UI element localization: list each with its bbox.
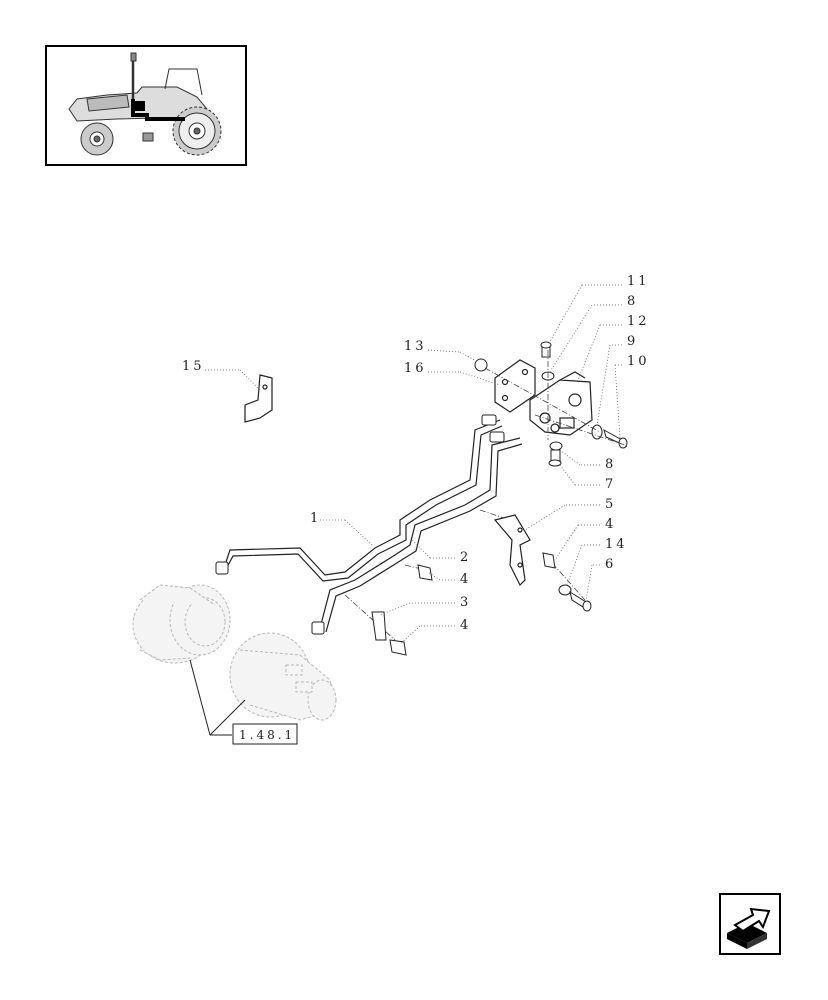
washer-8-bottom xyxy=(549,441,563,451)
reference-label: 1.48.1 xyxy=(239,728,295,742)
bracket-5 xyxy=(493,514,531,587)
callout-6: 6 xyxy=(605,557,616,572)
callout-4-right: 4 xyxy=(605,517,616,532)
bolt-7 xyxy=(548,449,562,467)
reference-box[interactable]: 1.48.1 xyxy=(232,723,298,745)
clip-4-upper xyxy=(417,564,433,581)
callout-8-bottom: 8 xyxy=(605,457,616,472)
callout-9: 9 xyxy=(627,334,638,349)
callout-10: 10 xyxy=(627,354,650,369)
washer-14 xyxy=(558,584,572,596)
pipe-fittings xyxy=(215,414,505,635)
clip-4-lower xyxy=(389,639,407,656)
callout-8-top: 8 xyxy=(627,294,638,309)
nut-13 xyxy=(474,358,488,372)
callout-14: 14 xyxy=(605,537,628,552)
bolt-6 xyxy=(569,590,592,612)
callout-15: 15 xyxy=(182,359,205,374)
callout-16: 16 xyxy=(404,361,427,376)
clip-4-right xyxy=(542,552,556,569)
callout-1: 1 xyxy=(310,511,321,526)
next-page-button[interactable] xyxy=(719,893,781,955)
valve-block xyxy=(529,371,593,436)
callout-11: 11 xyxy=(627,274,650,289)
tractor-thumbnail xyxy=(45,45,247,166)
callout-13: 13 xyxy=(404,339,427,354)
callout-4-lower: 4 xyxy=(460,618,471,633)
callout-5: 5 xyxy=(605,497,616,512)
tractor-overview-icon xyxy=(68,52,222,156)
callout-4-middle: 4 xyxy=(460,572,471,587)
callout-12: 12 xyxy=(627,314,650,329)
clip-3 xyxy=(371,611,387,641)
bracket-15 xyxy=(244,374,273,423)
rear-axle-housing-ghost xyxy=(132,584,337,721)
next-page-arrow-icon xyxy=(727,907,771,949)
callout-7: 7 xyxy=(605,477,616,492)
callout-leaders xyxy=(205,284,622,645)
pipe-2 xyxy=(319,437,523,633)
screw-11 xyxy=(540,341,552,358)
pipe-1 xyxy=(224,419,503,582)
mounting-plate xyxy=(494,359,536,413)
bolt-10 xyxy=(603,428,628,449)
callout-2: 2 xyxy=(460,550,471,565)
reference-leader-lines xyxy=(189,659,246,736)
callout-3: 3 xyxy=(460,595,471,610)
